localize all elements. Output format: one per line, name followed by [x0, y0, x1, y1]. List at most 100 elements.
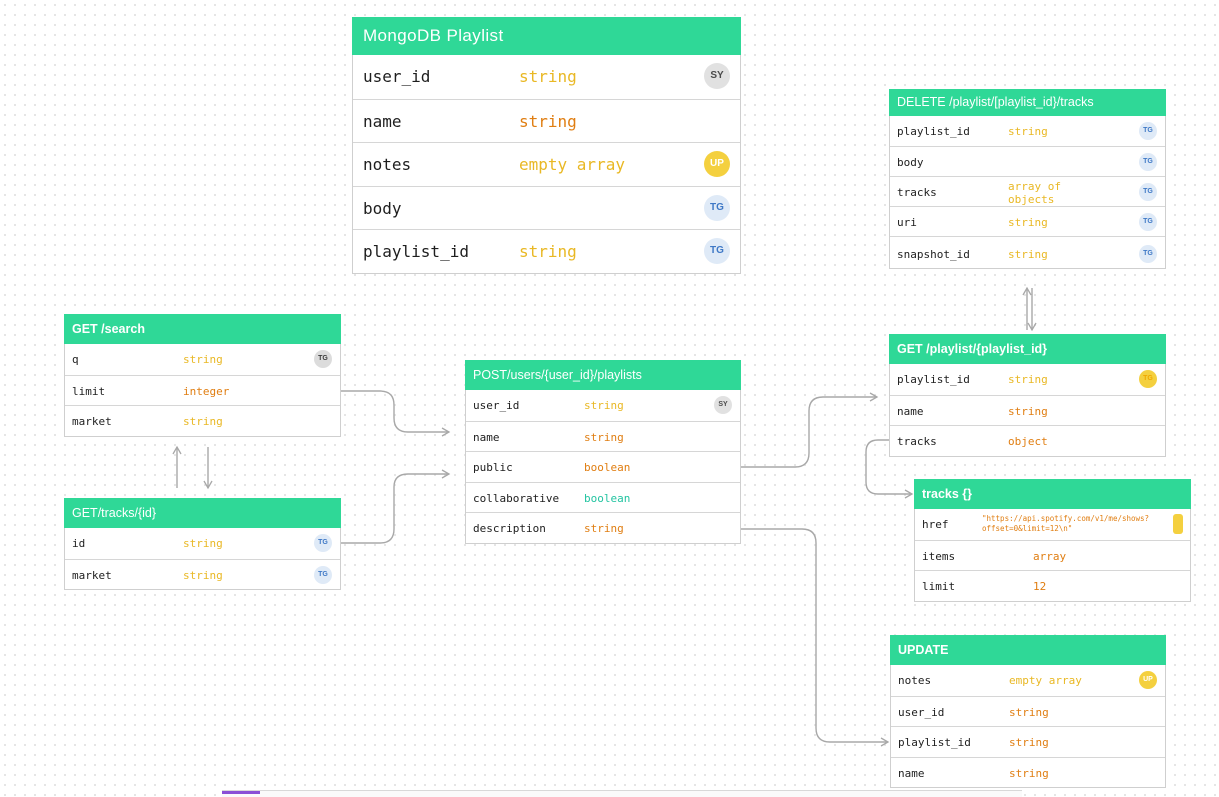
- field-type: integer: [183, 384, 230, 398]
- field-name: limit: [922, 580, 956, 594]
- field-name: collaborative: [473, 491, 560, 505]
- table-row[interactable]: items array: [915, 539, 1190, 571]
- table-row[interactable]: body TG: [890, 146, 1165, 176]
- table-row[interactable]: collaborative boolean: [466, 481, 740, 513]
- table-row[interactable]: user_id string: [891, 695, 1165, 727]
- connector-tracks-to-tracks-obj: [865, 439, 914, 499]
- field-type: string: [1008, 373, 1048, 386]
- table-row[interactable]: q string TG: [65, 344, 340, 375]
- connector-search-to-post: [341, 390, 451, 437]
- table-title: DELETE /playlist/[playlist_id}/tracks: [889, 89, 1166, 116]
- table-row[interactable]: market string: [65, 405, 340, 436]
- table-row[interactable]: name string: [890, 394, 1165, 426]
- table-title: GET/tracks/{id}: [64, 498, 341, 528]
- table-row[interactable]: tracks array of objects TG: [890, 176, 1165, 206]
- field-name: notes: [898, 674, 932, 687]
- table-row[interactable]: description string: [466, 512, 740, 543]
- table-delete-playlist-tracks[interactable]: DELETE /playlist/[playlist_id}/tracks pl…: [889, 89, 1166, 269]
- table-post-user-playlists[interactable]: POST/users/{user_id}/playlists user_id s…: [465, 360, 741, 544]
- field-name: user_id: [898, 705, 945, 719]
- table-row[interactable]: limit 12: [915, 570, 1190, 601]
- field-type: string: [183, 537, 223, 550]
- table-row[interactable]: market string TG: [65, 558, 340, 590]
- field-type: string: [584, 522, 624, 536]
- field-name: user_id: [473, 399, 520, 412]
- table-row[interactable]: snapshot_id string TG: [890, 236, 1165, 268]
- table-row[interactable]: public boolean: [466, 451, 740, 482]
- tg-badge: TG: [1139, 245, 1157, 263]
- sy-badge: SY: [704, 63, 730, 89]
- field-type: string: [1009, 705, 1049, 719]
- connector-post-to-update: [741, 528, 890, 747]
- field-name: items: [922, 549, 956, 563]
- table-row[interactable]: uri string TG: [890, 206, 1165, 236]
- field-type: string: [183, 568, 223, 582]
- field-type: boolean: [584, 491, 631, 505]
- table-row[interactable]: notes empty array UP: [891, 665, 1165, 696]
- field-name: playlist_id: [363, 242, 469, 262]
- table-get-search[interactable]: GET /search q string TG limit integer ma…: [64, 314, 341, 437]
- table-mongodb-playlist[interactable]: MongoDB Playlist user_id string SY name …: [352, 17, 741, 274]
- table-row[interactable]: name string: [466, 420, 740, 452]
- field-type: string: [519, 111, 577, 131]
- field-type: boolean: [584, 461, 631, 475]
- table-title: MongoDB Playlist: [352, 17, 741, 55]
- table-row[interactable]: user_id string SY: [466, 390, 740, 421]
- field-name: body: [363, 198, 402, 218]
- field-type: string: [584, 399, 624, 412]
- table-row[interactable]: user_id string SY: [353, 55, 740, 99]
- table-row[interactable]: playlist_id string TG: [890, 116, 1165, 146]
- table-row[interactable]: playlist_id string TG: [353, 229, 740, 273]
- field-name: market: [72, 568, 112, 582]
- table-row[interactable]: limit integer: [65, 374, 340, 406]
- table-row[interactable]: playlist_id string: [891, 726, 1165, 757]
- tg-badge: TG: [1139, 370, 1157, 388]
- field-name: limit: [72, 384, 106, 398]
- table-row[interactable]: name string: [353, 98, 740, 143]
- field-name: notes: [363, 155, 412, 175]
- field-type: string: [519, 67, 577, 86]
- field-name: market: [72, 415, 112, 429]
- table-row[interactable]: tracks object: [890, 425, 1165, 456]
- table-update[interactable]: UPDATE notes empty array UP user_id stri…: [890, 635, 1166, 789]
- field-type: string: [1009, 736, 1049, 750]
- table-get-tracks-id[interactable]: GET/tracks/{id} id string TG market stri…: [64, 498, 341, 591]
- field-type: array of objects: [1008, 180, 1061, 206]
- field-type: "https://api.spotify.com/v1/me/shows?off…: [982, 514, 1150, 533]
- connector-post-to-get-playlist: [741, 392, 879, 468]
- tg-badge: TG: [704, 238, 730, 265]
- table-row[interactable]: name string: [891, 756, 1165, 788]
- field-type: empty array: [519, 155, 625, 175]
- table-row[interactable]: notes empty array UP: [353, 142, 740, 186]
- scroll-indicator[interactable]: [1173, 514, 1183, 534]
- tg-badge: TG: [314, 534, 332, 552]
- field-name: snapshot_id: [897, 248, 970, 261]
- table-title: GET /search: [64, 314, 341, 344]
- field-name: user_id: [363, 67, 431, 86]
- tg-badge: TG: [1139, 213, 1157, 231]
- field-type: string: [1008, 248, 1048, 261]
- table-row[interactable]: body TG: [353, 185, 740, 230]
- field-name: tracks: [897, 435, 937, 449]
- field-type: string: [183, 353, 223, 366]
- field-name: name: [897, 404, 924, 418]
- table-get-playlist[interactable]: GET /playlist/{playlist_id} playlist_id …: [889, 334, 1166, 457]
- tg-badge: TG: [704, 194, 730, 221]
- bottom-toolbar-edge: [222, 790, 1022, 797]
- accent-mark: [222, 791, 260, 794]
- field-name: public: [473, 461, 513, 475]
- field-name: playlist_id: [897, 373, 970, 386]
- table-row[interactable]: href "https://api.spotify.com/v1/me/show…: [915, 509, 1190, 540]
- field-name: q: [72, 353, 79, 366]
- table-title: UPDATE: [890, 635, 1166, 665]
- field-type: string: [1008, 125, 1048, 138]
- field-type: string: [1008, 216, 1048, 229]
- table-tracks-object[interactable]: tracks {} href "https://api.spotify.com/…: [914, 479, 1191, 602]
- tg-badge: TG: [1139, 122, 1157, 140]
- up-badge: UP: [704, 151, 730, 178]
- table-row[interactable]: id string TG: [65, 528, 340, 559]
- field-type: string: [183, 415, 223, 429]
- field-name: href: [922, 518, 949, 531]
- table-row[interactable]: playlist_id string TG: [890, 364, 1165, 395]
